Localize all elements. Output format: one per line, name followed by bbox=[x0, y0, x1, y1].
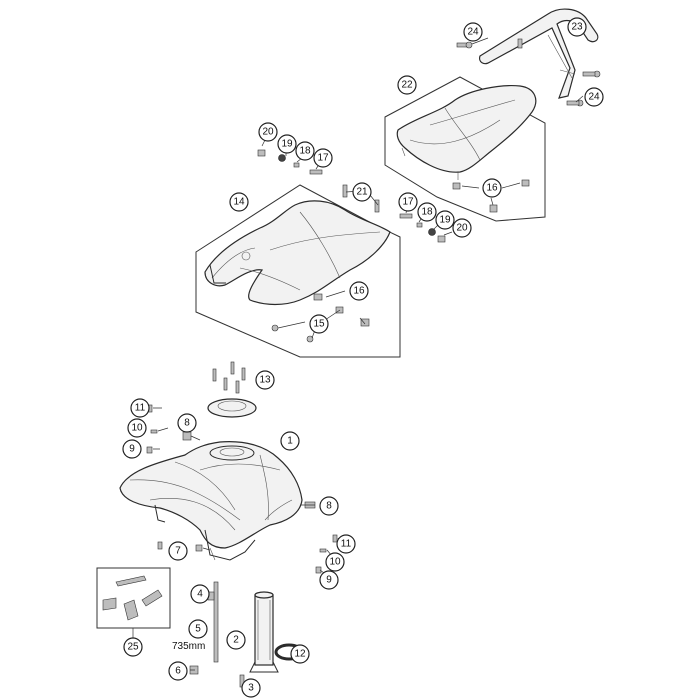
callout-11-right: 11 bbox=[336, 534, 356, 554]
svg-text:1: 1 bbox=[287, 436, 293, 447]
svg-text:6: 6 bbox=[175, 666, 181, 677]
svg-text:8: 8 bbox=[184, 418, 190, 429]
svg-text:23: 23 bbox=[571, 22, 583, 33]
passenger-seat bbox=[396, 85, 537, 173]
callout-16-rider: 16 bbox=[349, 281, 369, 301]
svg-text:9: 9 bbox=[326, 575, 332, 586]
svg-text:18: 18 bbox=[299, 146, 311, 157]
callout-20-right: 20 bbox=[452, 218, 472, 238]
callout-14: 14 bbox=[229, 192, 249, 212]
callout-8-upper: 8 bbox=[177, 413, 197, 433]
callout-19-upper: 19 bbox=[277, 134, 297, 154]
svg-text:10: 10 bbox=[131, 423, 143, 434]
callout-5: 5 bbox=[188, 619, 208, 639]
fuel-tank bbox=[119, 441, 303, 549]
svg-text:12: 12 bbox=[294, 649, 306, 660]
callout-8-right: 8 bbox=[319, 496, 339, 516]
callout-13: 13 bbox=[255, 370, 275, 390]
callout-9-right: 9 bbox=[319, 570, 339, 590]
callout-21: 21 bbox=[352, 182, 372, 202]
callout-3: 3 bbox=[241, 678, 261, 698]
label-kit bbox=[96, 567, 171, 638]
callout-18-right: 18 bbox=[417, 202, 437, 222]
svg-text:3: 3 bbox=[248, 683, 254, 694]
svg-text:8: 8 bbox=[326, 501, 332, 512]
svg-text:16: 16 bbox=[486, 183, 498, 194]
svg-text:24: 24 bbox=[467, 27, 479, 38]
svg-text:11: 11 bbox=[135, 403, 146, 414]
svg-text:19: 19 bbox=[439, 215, 451, 226]
callout-20-upper: 20 bbox=[258, 122, 278, 142]
callout-17-upper: 17 bbox=[313, 148, 333, 168]
passenger-seat-group bbox=[384, 8, 601, 222]
svg-text:4: 4 bbox=[197, 589, 203, 600]
callout-24-right: 24 bbox=[584, 87, 604, 107]
label-kit-frame bbox=[96, 567, 171, 629]
svg-text:17: 17 bbox=[402, 197, 414, 208]
svg-text:20: 20 bbox=[456, 223, 468, 234]
callout-24-top: 24 bbox=[463, 22, 483, 42]
svg-text:24: 24 bbox=[588, 92, 600, 103]
callout-25: 25 bbox=[123, 637, 143, 657]
svg-text:15: 15 bbox=[313, 319, 325, 330]
callout-7: 7 bbox=[168, 541, 188, 561]
callout-16-passenger: 16 bbox=[482, 178, 502, 198]
svg-text:20: 20 bbox=[262, 127, 274, 138]
svg-text:25: 25 bbox=[127, 642, 139, 653]
svg-text:9: 9 bbox=[129, 444, 135, 455]
callout-1: 1 bbox=[280, 431, 300, 451]
rider-seat-group bbox=[195, 184, 401, 358]
callout-15: 15 bbox=[309, 314, 329, 334]
svg-text:10: 10 bbox=[329, 557, 341, 568]
callout-9-left: 9 bbox=[122, 439, 142, 459]
svg-text:11: 11 bbox=[341, 539, 352, 550]
callout-23: 23 bbox=[567, 17, 587, 37]
callout-11-left: 11 bbox=[130, 398, 150, 418]
callout-4: 4 bbox=[190, 584, 210, 604]
callout-6: 6 bbox=[168, 661, 188, 681]
svg-text:17: 17 bbox=[317, 153, 329, 164]
rider-seat-frame bbox=[195, 184, 401, 358]
callout-17-right: 17 bbox=[398, 192, 418, 212]
svg-text:2: 2 bbox=[233, 635, 239, 646]
svg-text:19: 19 bbox=[281, 139, 293, 150]
svg-text:14: 14 bbox=[233, 197, 245, 208]
callout-2: 2 bbox=[226, 630, 246, 650]
svg-text:18: 18 bbox=[421, 207, 433, 218]
callout-10-left: 10 bbox=[127, 418, 147, 438]
svg-text:16: 16 bbox=[353, 286, 365, 297]
callout-10-right: 10 bbox=[325, 552, 345, 572]
callout-19-right: 19 bbox=[435, 210, 455, 230]
filler-cap bbox=[207, 398, 257, 418]
svg-text:7: 7 bbox=[175, 546, 181, 557]
fuel-tank-group bbox=[119, 361, 341, 577]
callout-22: 22 bbox=[397, 75, 417, 95]
callout-12: 12 bbox=[290, 644, 310, 664]
svg-text:21: 21 bbox=[356, 187, 368, 198]
hardware-stack-upper bbox=[257, 139, 323, 175]
svg-text:22: 22 bbox=[401, 80, 413, 91]
hose-length-label: 735mm bbox=[172, 641, 205, 652]
svg-text:13: 13 bbox=[259, 375, 271, 386]
callout-18-upper: 18 bbox=[295, 141, 315, 161]
passenger-seat-frame bbox=[384, 76, 546, 222]
fuel-pump-group bbox=[189, 581, 304, 689]
svg-text:5: 5 bbox=[195, 624, 201, 635]
